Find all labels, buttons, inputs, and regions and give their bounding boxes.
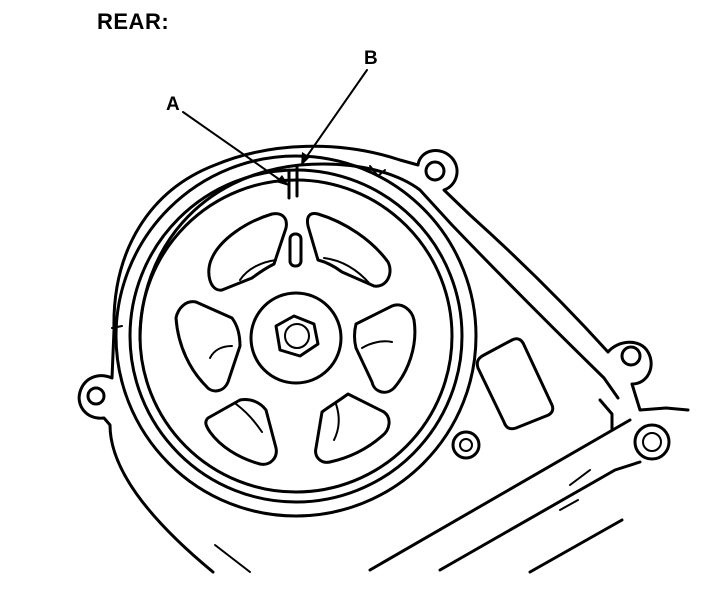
callout-label-b: B — [364, 48, 378, 69]
timing-marks — [287, 164, 299, 200]
pulley-timing-slot — [288, 232, 303, 268]
pulley-hub — [249, 232, 343, 385]
callout-leaders — [182, 69, 368, 186]
engine-cover — [77, 144, 690, 574]
pulley-spoke-windows — [174, 212, 417, 466]
view-label: REAR: — [97, 9, 170, 34]
pulley-outer-rings — [114, 154, 478, 518]
callout-label-a: A — [166, 94, 180, 115]
